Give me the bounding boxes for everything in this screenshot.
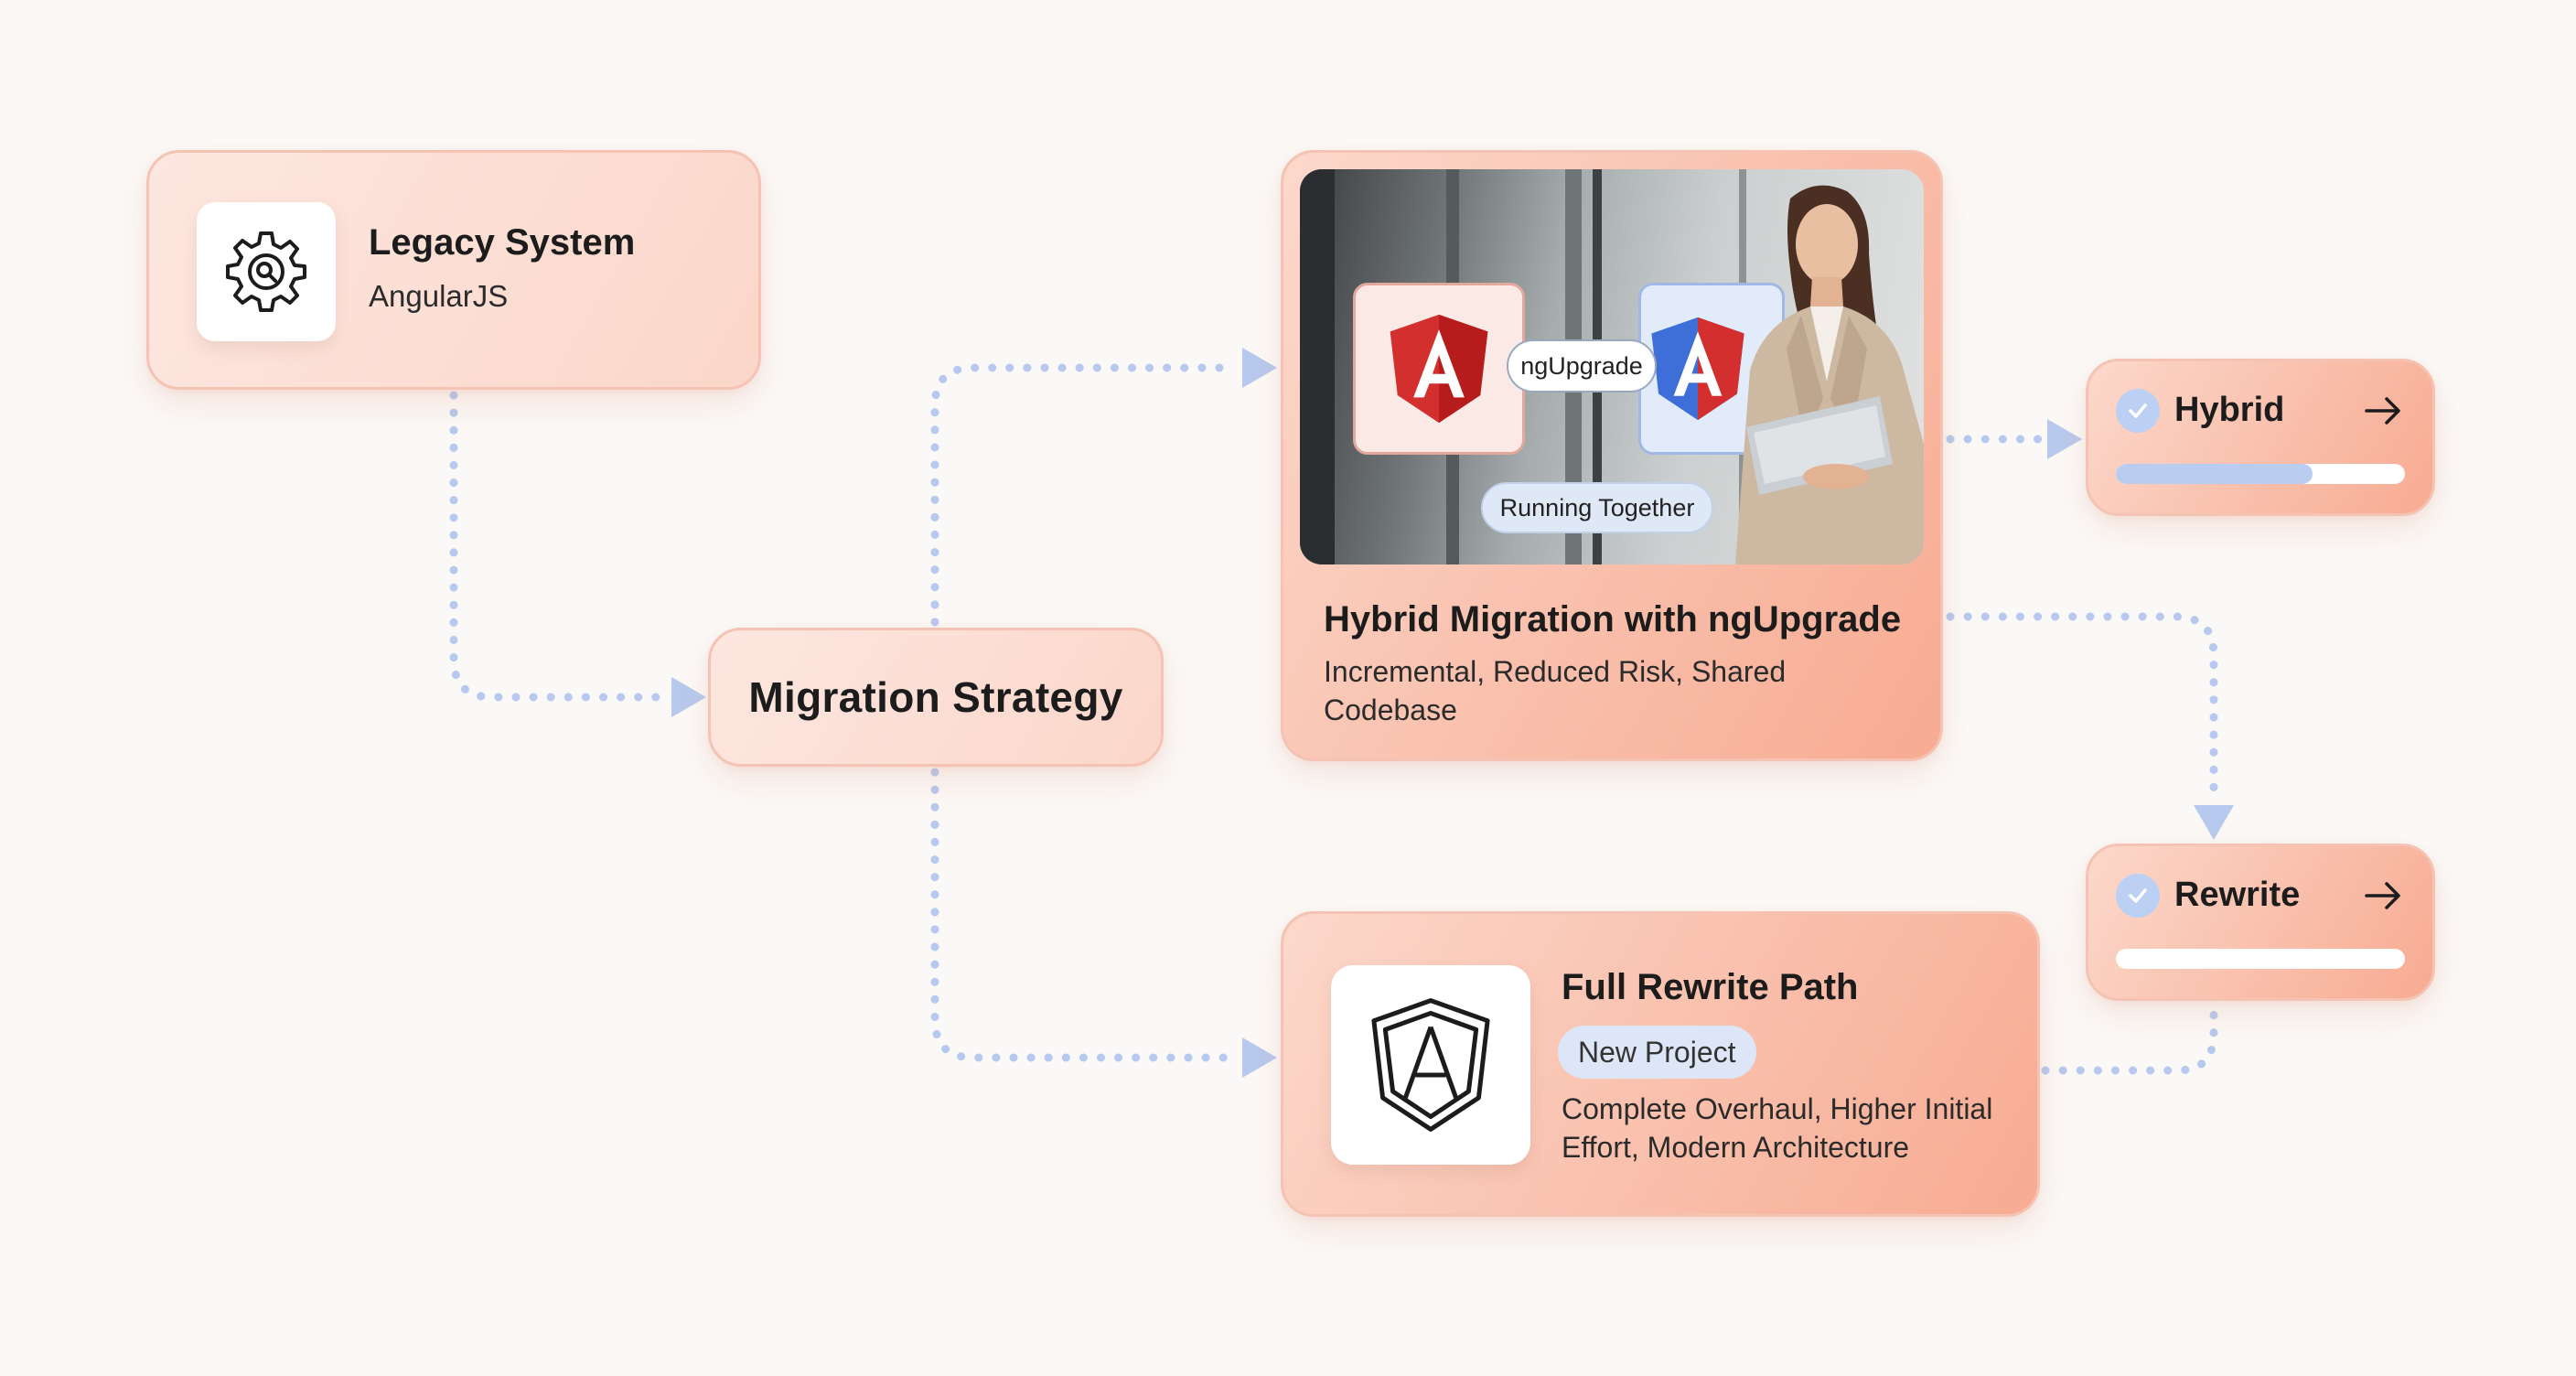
hybrid-progress-fill <box>2116 464 2313 484</box>
arrowhead-strategy <box>671 677 706 717</box>
new-project-badge: New Project <box>1558 1026 1756 1079</box>
angularjs-tile <box>1353 283 1525 455</box>
legacy-subtitle: AngularJS <box>369 279 509 313</box>
check-circle-icon <box>2116 389 2160 433</box>
migration-strategy-label: Migration Strategy <box>748 673 1123 721</box>
angular-logo-red-icon <box>1390 314 1488 424</box>
legacy-system-card[interactable]: Legacy System AngularJS <box>146 150 761 390</box>
arrow-right-icon[interactable] <box>2361 874 2405 918</box>
rewrite-outcome-card[interactable]: Rewrite <box>2086 844 2435 1001</box>
hybrid-outcome-label: Hybrid <box>2174 391 2285 429</box>
migration-strategy-node[interactable]: Migration Strategy <box>708 628 1164 767</box>
check-circle-icon <box>2116 874 2160 918</box>
running-together-label: Running Together <box>1481 482 1713 533</box>
ngupgrade-label: ngUpgrade <box>1507 339 1657 392</box>
arrowhead-rewrite <box>1242 1037 1277 1078</box>
full-rewrite-card[interactable]: Full Rewrite Path New Project Complete O… <box>1281 911 2040 1217</box>
hybrid-card-title: Hybrid Migration with ngUpgrade <box>1324 599 1902 640</box>
connector-strategy-to-rewrite <box>930 768 1241 1062</box>
connector-hybrid-to-rewrite-outcome <box>1946 612 2218 797</box>
rewrite-icon-tile <box>1331 965 1530 1165</box>
hybrid-photo: ngUpgrade Running Together <box>1300 169 1924 564</box>
gear-icon <box>226 231 306 312</box>
connector-rewrite-to-outcome <box>2041 1002 2218 1075</box>
connector-legacy-to-strategy <box>449 391 671 702</box>
rewrite-progress-track <box>2116 949 2405 969</box>
arrowhead-outcome-hybrid <box>2047 419 2082 459</box>
arrow-right-icon[interactable] <box>2361 389 2405 433</box>
hybrid-outcome-card[interactable]: Hybrid <box>2086 359 2435 516</box>
angular-outline-icon <box>1371 998 1490 1132</box>
connector-strategy-to-hybrid <box>930 363 1241 627</box>
arrowhead-outcome-rewrite <box>2194 805 2234 840</box>
person-illustration <box>1735 185 1924 564</box>
hybrid-migration-card[interactable]: ngUpgrade Running Together Hybrid Migrat… <box>1281 150 1943 761</box>
legacy-icon-tile <box>197 202 336 341</box>
rewrite-card-title: Full Rewrite Path <box>1562 967 1859 1007</box>
legacy-title: Legacy System <box>369 222 636 263</box>
hybrid-card-description: Incremental, Reduced Risk, Shared Codeba… <box>1324 655 1787 726</box>
arrowhead-hybrid <box>1242 348 1277 388</box>
rewrite-outcome-label: Rewrite <box>2174 876 2301 914</box>
hybrid-progress-track <box>2116 464 2405 484</box>
rewrite-card-description: Complete Overhaul, Higher Initial Effort… <box>1562 1092 1993 1164</box>
angular-logo-blue-icon <box>1651 317 1744 421</box>
